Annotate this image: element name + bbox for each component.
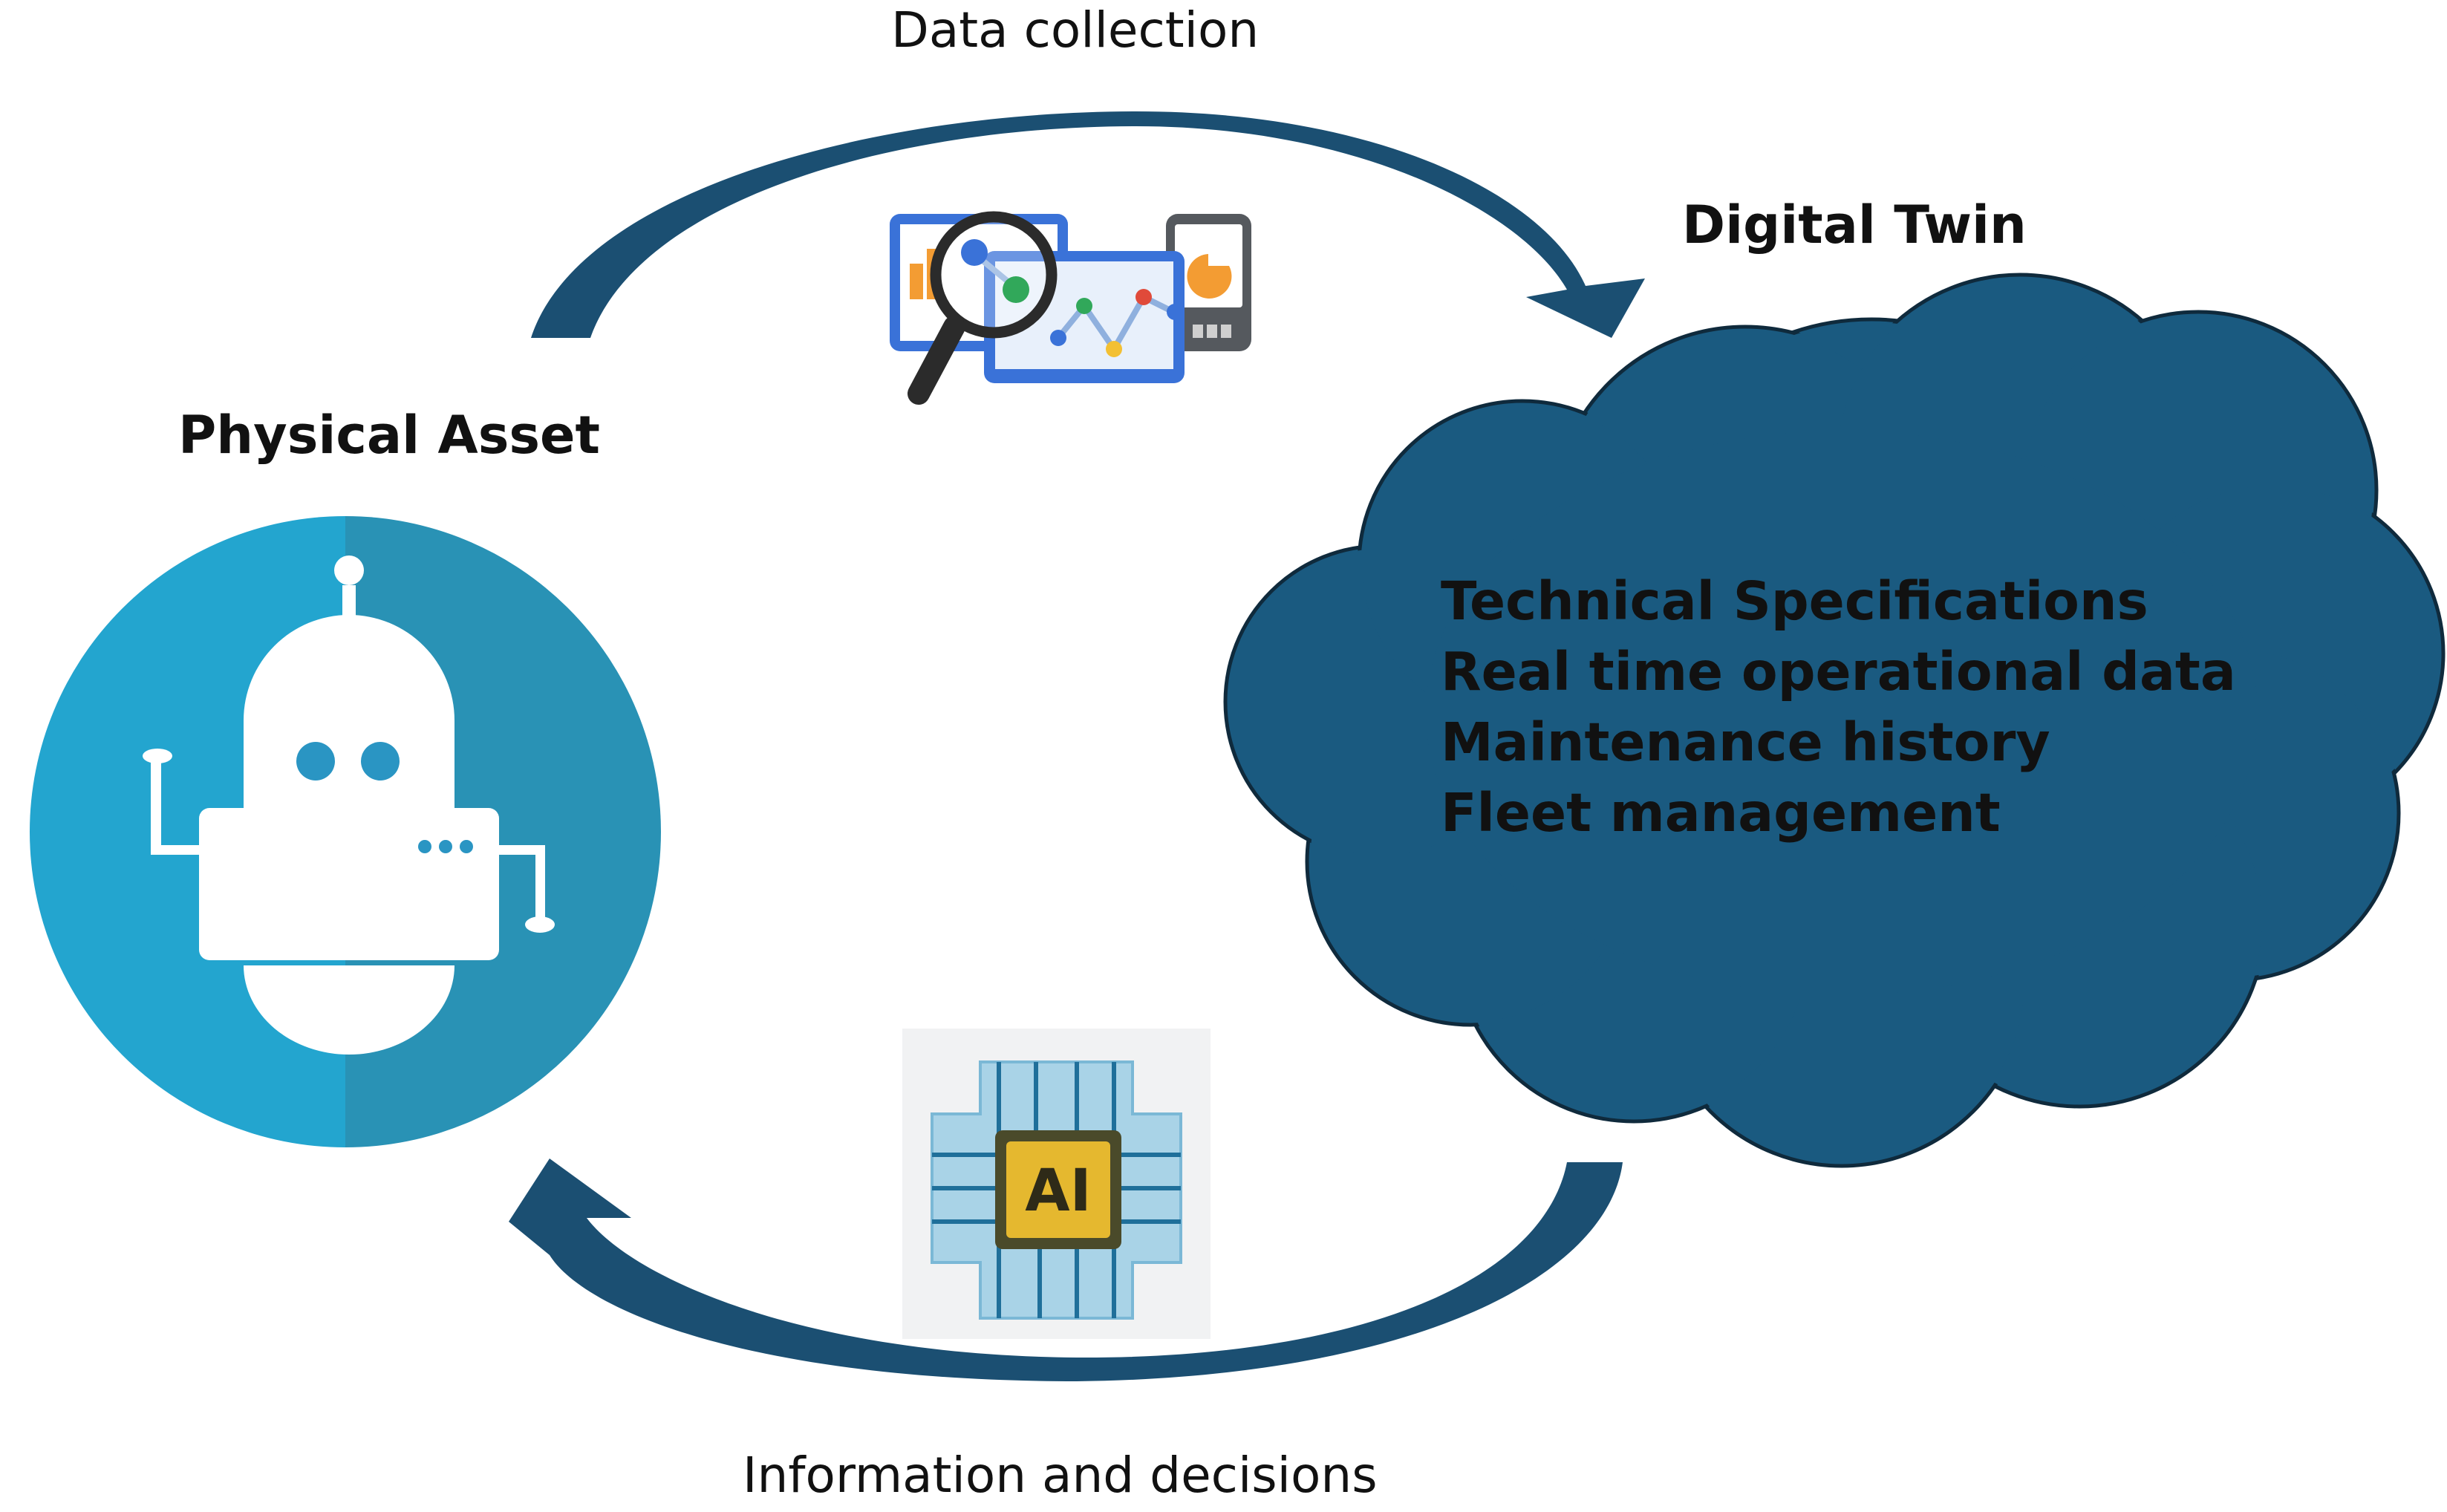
svg-text:AI: AI	[1025, 1158, 1091, 1225]
ai-chip-icon: AI	[902, 1029, 1211, 1339]
digital-twin-item: Maintenance history	[1441, 711, 2050, 773]
digital-twin-item-list: Technical Specifications Real time opera…	[1441, 566, 2236, 848]
top-arrow	[531, 111, 1645, 338]
bottom-arrow	[509, 1159, 1623, 1381]
robot-icon	[30, 516, 661, 1147]
data-collection-label: Data collection	[891, 1, 1260, 59]
analytics-devices-icon	[890, 211, 1251, 405]
digital-twin-cloud	[1223, 273, 2446, 1168]
physical-asset-label: Physical Asset	[178, 405, 600, 466]
digital-twin-item: Technical Specifications	[1441, 570, 2148, 632]
digital-twin-item: Real time operational data	[1441, 641, 2236, 703]
digital-twin-label: Digital Twin	[1682, 195, 2027, 255]
digital-twin-item: Fleet management	[1441, 782, 2001, 844]
information-decisions-label: Information and decisions	[743, 1447, 1378, 1504]
